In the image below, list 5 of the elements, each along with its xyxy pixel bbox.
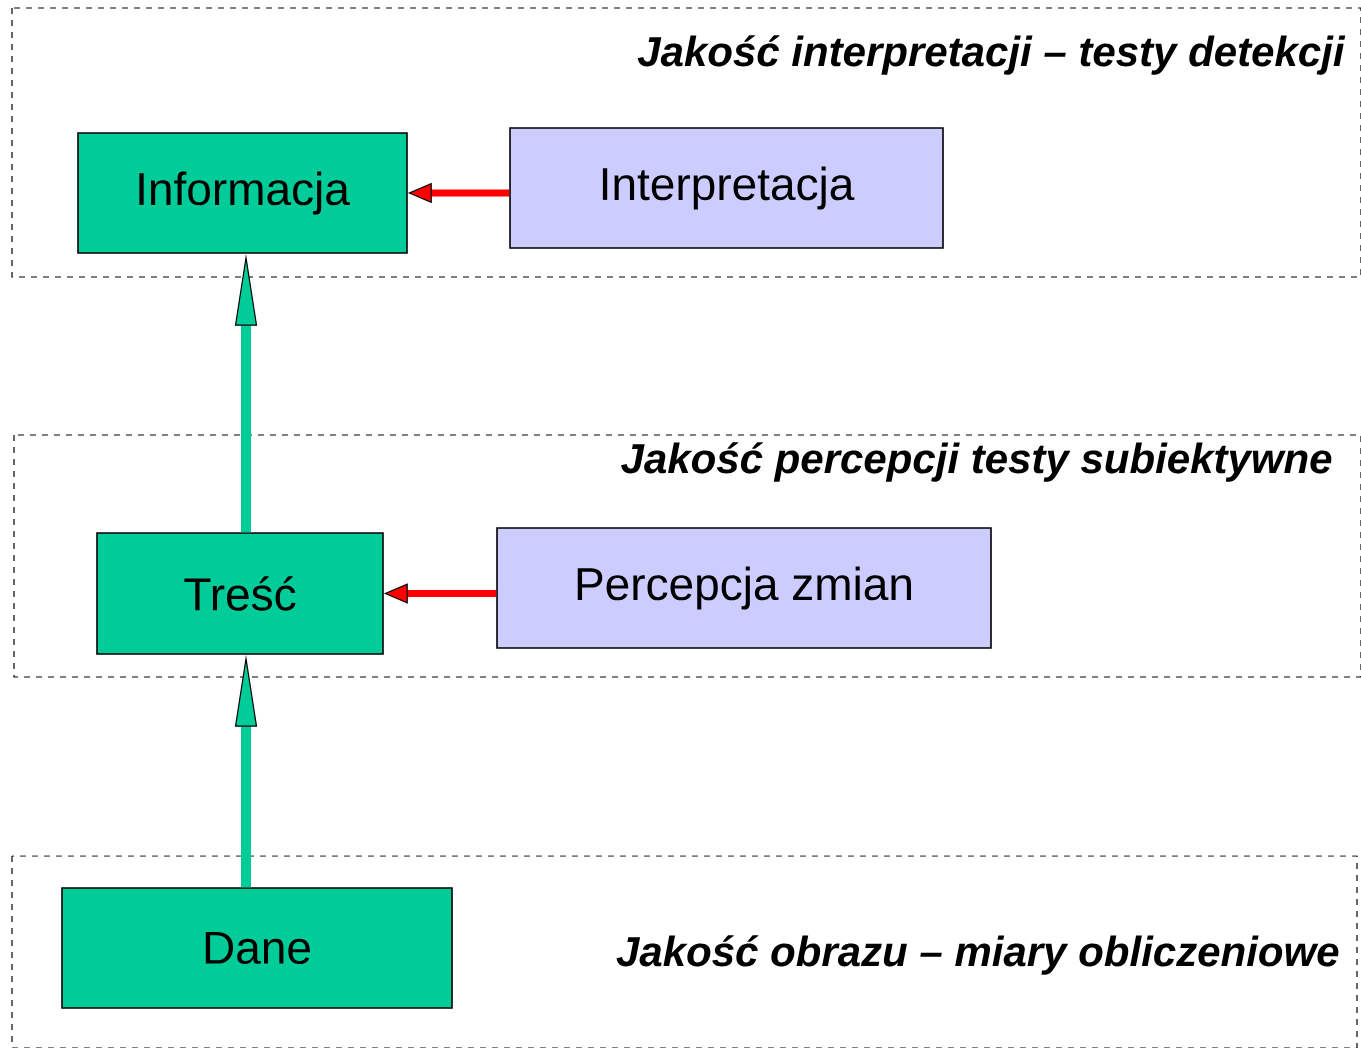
process-box: Interpretacja — [509, 127, 944, 249]
process-box: Dane — [61, 887, 453, 1009]
process-box: Treść — [96, 532, 384, 655]
process-box: Percepcja zmian — [496, 527, 992, 649]
process-box: Informacja — [77, 132, 408, 254]
